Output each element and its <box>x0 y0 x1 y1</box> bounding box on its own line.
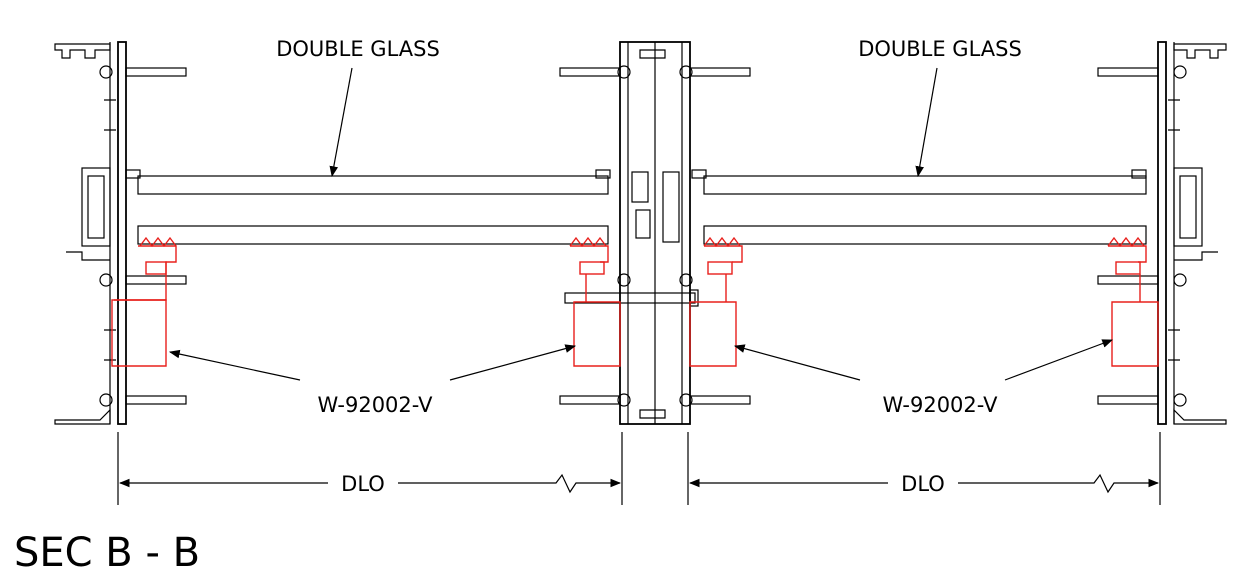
label-double-glass-left: DOUBLE GLASS <box>276 37 440 61</box>
glass-unit-right <box>691 169 1147 245</box>
label-part-left: W-92002-V <box>317 393 433 417</box>
label-dlo-left: DLO <box>341 472 385 496</box>
leader-part-right-b <box>1004 339 1114 381</box>
dimension-right <box>687 432 1161 505</box>
right-jamb-profile <box>1097 41 1227 425</box>
leader-part-left-b <box>449 344 577 381</box>
leader-part-left-a <box>168 349 301 381</box>
leader-glass-right <box>915 67 938 178</box>
leader-part-right-a <box>733 344 861 381</box>
red-profile-right-2 <box>1107 236 1159 367</box>
glass-unit-left <box>125 169 611 245</box>
label-dlo-right: DLO <box>901 472 945 496</box>
left-jamb-profile <box>54 41 187 425</box>
dimension-left <box>117 432 623 505</box>
label-double-glass-right: DOUBLE GLASS <box>858 37 1022 61</box>
leader-glass-left <box>329 67 353 178</box>
section-title: SEC B - B <box>14 530 200 576</box>
label-part-right: W-92002-V <box>882 393 998 417</box>
red-profile-right-1 <box>689 236 743 367</box>
red-profile-left-1 <box>111 236 177 367</box>
center-mullion-profile <box>559 41 751 425</box>
red-profile-left-2 <box>569 236 621 367</box>
